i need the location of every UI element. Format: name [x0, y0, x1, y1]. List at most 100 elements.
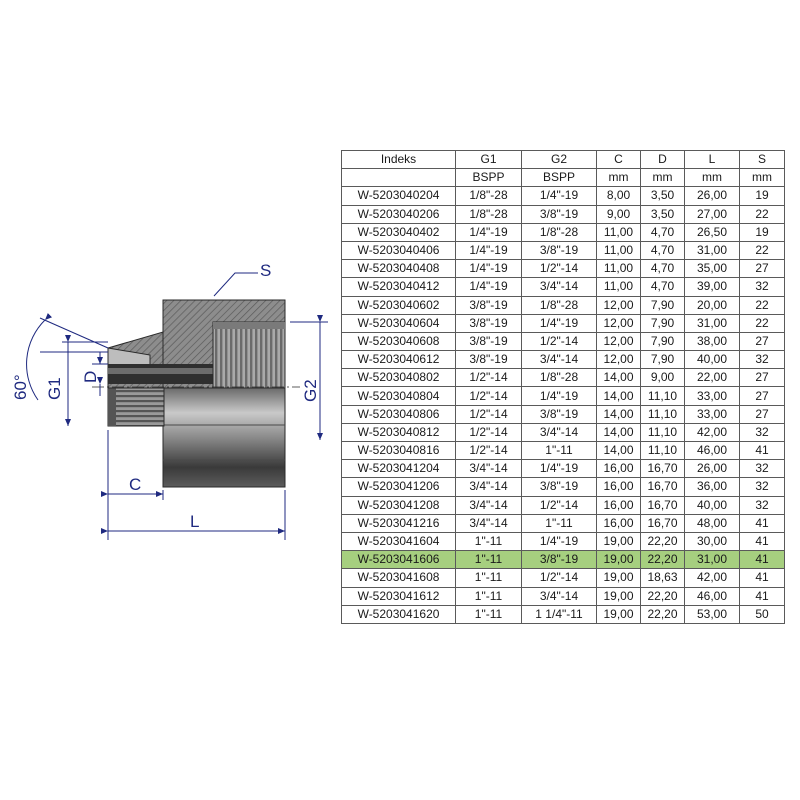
cell-c: 16,00 [596, 513, 641, 533]
cell-s: 41 [739, 513, 785, 533]
cell-g1: 3/8"-19 [455, 331, 522, 352]
cell-c: 14,00 [596, 422, 641, 443]
cell-g1: 3/8"-19 [455, 313, 522, 333]
cell-s: 32 [739, 350, 785, 370]
cell-c: 19,00 [596, 568, 641, 588]
cell-g2: 1"-11 [521, 513, 597, 533]
cell-indeks: W-5203040608 [341, 331, 456, 352]
cell-g2: 1/8"-28 [521, 368, 597, 388]
cell-g2: 3/8"-19 [521, 204, 597, 224]
cell-g1: 3/8"-19 [455, 295, 522, 315]
cell-l: 38,00 [684, 331, 740, 352]
cell-s: 41 [739, 440, 785, 461]
d-label: D [81, 371, 100, 383]
cell-l: 48,00 [684, 513, 740, 533]
cell-l: 35,00 [684, 259, 740, 279]
cell-c: 14,00 [596, 386, 641, 406]
cell-s: mm [739, 168, 785, 188]
cell-s: 32 [739, 459, 785, 479]
cell-c: 12,00 [596, 350, 641, 370]
cell-g2: 1 1/4"-11 [521, 604, 597, 624]
cell-c: 9,00 [596, 204, 641, 224]
cell-indeks: W-5203041208 [341, 495, 456, 515]
cell-l: 46,00 [684, 440, 740, 461]
cell-l: 33,00 [684, 386, 740, 406]
cell-g1: 1/4"-19 [455, 240, 522, 261]
cell-c: 11,00 [596, 277, 641, 297]
cell-s: 27 [739, 386, 785, 406]
cell-l: 40,00 [684, 350, 740, 370]
cell-g2: 3/8"-19 [521, 477, 597, 497]
cell-g1: 1"-11 [455, 531, 522, 552]
cell-c: 19,00 [596, 531, 641, 552]
cell-g1: 1/2"-14 [455, 368, 522, 388]
cell-d: 11,10 [640, 422, 685, 443]
cell-l: 42,00 [684, 422, 740, 443]
cell-g2: 1/8"-28 [521, 295, 597, 315]
cell-d: 4,70 [640, 259, 685, 279]
cell-indeks: W-5203040612 [341, 350, 456, 370]
cell-g1: 3/4"-14 [455, 459, 522, 479]
cell-s: 41 [739, 568, 785, 588]
cell-l: 33,00 [684, 404, 740, 424]
cell-g2: BSPP [521, 168, 597, 188]
cell-d: D [640, 149, 685, 170]
cell-indeks: W-5203041608 [341, 568, 456, 588]
cell-c: 14,00 [596, 440, 641, 461]
cell-indeks: W-5203040604 [341, 313, 456, 333]
cell-s: 22 [739, 313, 785, 333]
cell-d: 9,00 [640, 368, 685, 388]
cell-g1: 1/4"-19 [455, 277, 522, 297]
cell-indeks: W-5203040802 [341, 368, 456, 388]
cell-g2: 3/8"-19 [521, 550, 597, 570]
cell-c: 19,00 [596, 604, 641, 624]
cell-g1: 1/2"-14 [455, 404, 522, 424]
cell-g1: 1"-11 [455, 568, 522, 588]
cell-l: 26,50 [684, 222, 740, 242]
cell-d: 4,70 [640, 240, 685, 261]
cell-l: 20,00 [684, 295, 740, 315]
cell-s: 19 [739, 186, 785, 206]
cell-c: 19,00 [596, 550, 641, 570]
dimension-lines [26, 272, 328, 540]
cell-c: 16,00 [596, 495, 641, 515]
cell-d: 22,20 [640, 604, 685, 624]
l-label: L [190, 512, 199, 531]
cell-s: 22 [739, 295, 785, 315]
cell-g1: 1/4"-19 [455, 259, 522, 279]
cell-c: 12,00 [596, 295, 641, 315]
cell-g2: 1/4"-19 [521, 531, 597, 552]
cell-s: 32 [739, 277, 785, 297]
cell-d: 22,20 [640, 531, 685, 552]
cell-c: 11,00 [596, 240, 641, 261]
cell-g2: 1/2"-14 [521, 259, 597, 279]
cell-s: 41 [739, 550, 785, 570]
cell-l: 31,00 [684, 550, 740, 570]
cell-d: 22,20 [640, 586, 685, 606]
cell-d: 22,20 [640, 550, 685, 570]
cell-indeks: W-5203041206 [341, 477, 456, 497]
cell-c: 11,00 [596, 222, 641, 242]
cell-d: 7,90 [640, 331, 685, 352]
cell-indeks: W-5203040206 [341, 204, 456, 224]
cell-d: mm [640, 168, 685, 188]
cell-d: 11,10 [640, 404, 685, 424]
cell-d: 16,70 [640, 477, 685, 497]
g1-label: G1 [45, 377, 64, 400]
cell-d: 16,70 [640, 459, 685, 479]
cell-indeks: W-5203040408 [341, 259, 456, 279]
